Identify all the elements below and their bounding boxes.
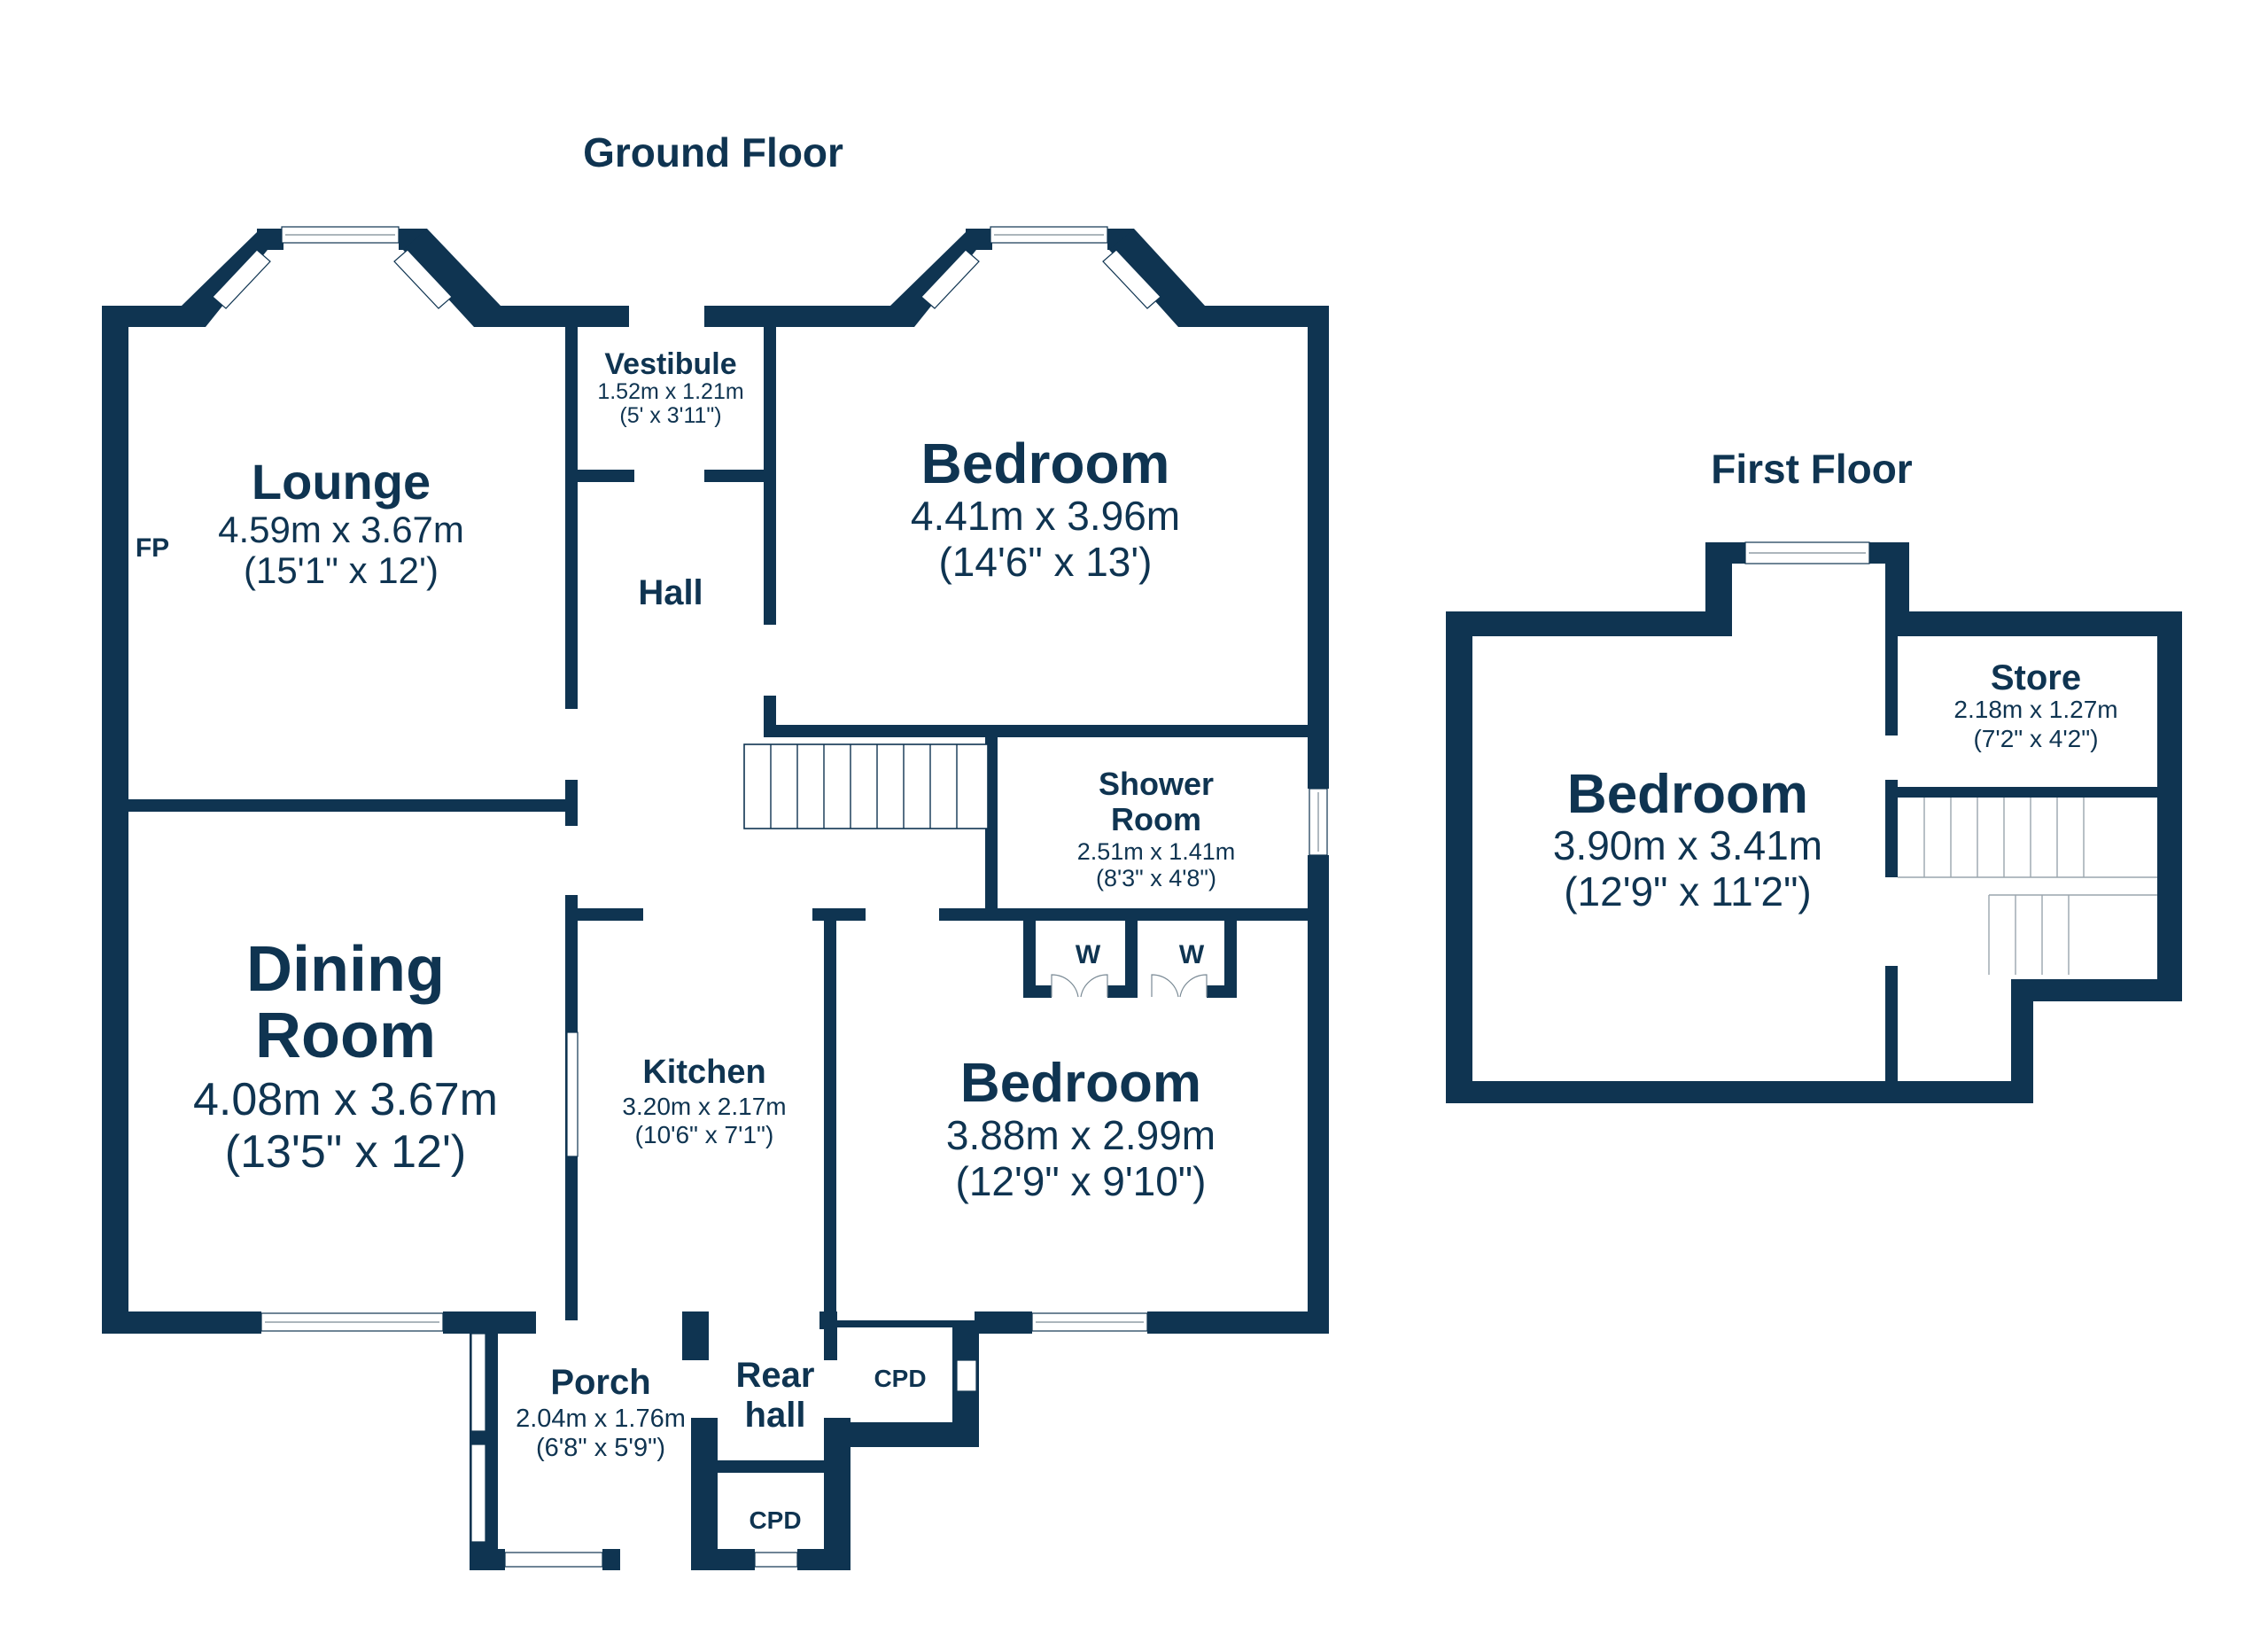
lounge-metric: 4.59m x 3.67m xyxy=(218,509,464,550)
wardrobe-label-1: W xyxy=(1076,940,1101,969)
shower-metric: 2.51m x 1.41m xyxy=(1077,838,1236,865)
dining-imperial: (13'5" x 12') xyxy=(225,1126,466,1178)
rear-hall-name-2: hall xyxy=(745,1396,806,1435)
ground-floor-title: Ground Floor xyxy=(583,129,843,175)
lounge-name: Lounge xyxy=(252,454,431,510)
wardrobe-doors xyxy=(1051,974,1208,998)
kitchen-name: Kitchen xyxy=(642,1054,765,1091)
cupboard-label-right: CPD xyxy=(874,1365,926,1392)
vestibule-metric: 1.52m x 1.21m xyxy=(597,379,743,404)
hall-name: Hall xyxy=(638,573,703,612)
first-floor-stairs xyxy=(1898,798,2157,975)
bedroom-rear-imperial: (12'9" x 9'10") xyxy=(956,1158,1207,1204)
store-name: Store xyxy=(1991,658,2081,697)
fireplace-label: FP xyxy=(136,533,169,563)
first-floor-title: First Floor xyxy=(1711,446,1913,492)
bedroom-rear-name: Bedroom xyxy=(960,1053,1201,1114)
porch-imperial: (6'8" x 5'9") xyxy=(536,1434,665,1462)
dining-name-2: Room xyxy=(255,1000,436,1071)
bedroom-front-name: Bedroom xyxy=(921,432,1170,495)
shower-name-2: Room xyxy=(1111,801,1201,837)
porch-name: Porch xyxy=(550,1363,650,1402)
wardrobe-label-2: W xyxy=(1179,940,1205,969)
ground-stairs xyxy=(743,743,989,829)
dining-name-1: Dining xyxy=(246,934,445,1005)
porch-metric: 2.04m x 1.76m xyxy=(516,1405,686,1433)
rear-hall-name-1: Rear xyxy=(736,1356,815,1395)
lounge-imperial: (15'1" x 12') xyxy=(244,549,439,591)
dining-metric: 4.08m x 3.67m xyxy=(193,1074,498,1125)
bedroom-front-metric: 4.41m x 3.96m xyxy=(911,493,1180,539)
store-imperial: (7'2" x 4'2") xyxy=(1973,725,2098,752)
vestibule-name: Vestibule xyxy=(604,347,736,381)
bedroom-first-metric: 3.90m x 3.41m xyxy=(1553,822,1822,868)
shower-name-1: Shower xyxy=(1099,766,1214,802)
bedroom-front-imperial: (14'6" x 13') xyxy=(938,539,1152,585)
kitchen-metric: 3.20m x 2.17m xyxy=(622,1093,786,1120)
first-floor-walls xyxy=(1446,542,2182,1103)
shower-imperial: (8'3" x 4'8") xyxy=(1096,865,1216,891)
ground-floor-walls xyxy=(102,229,1329,1570)
kitchen-imperial: (10'6" x 7'1") xyxy=(635,1121,774,1148)
bedroom-first-imperial: (12'9" x 11'2") xyxy=(1564,868,1812,915)
vestibule-imperial: (5' x 3'11") xyxy=(619,403,721,428)
first-floor-window xyxy=(1744,541,1870,564)
cupboard-label-rear: CPD xyxy=(749,1506,801,1534)
ground-floor-windows xyxy=(212,226,1328,1568)
store-metric: 2.18m x 1.27m xyxy=(1953,696,2117,723)
bedroom-rear-metric: 3.88m x 2.99m xyxy=(946,1112,1216,1158)
bedroom-first-name: Bedroom xyxy=(1567,764,1808,825)
